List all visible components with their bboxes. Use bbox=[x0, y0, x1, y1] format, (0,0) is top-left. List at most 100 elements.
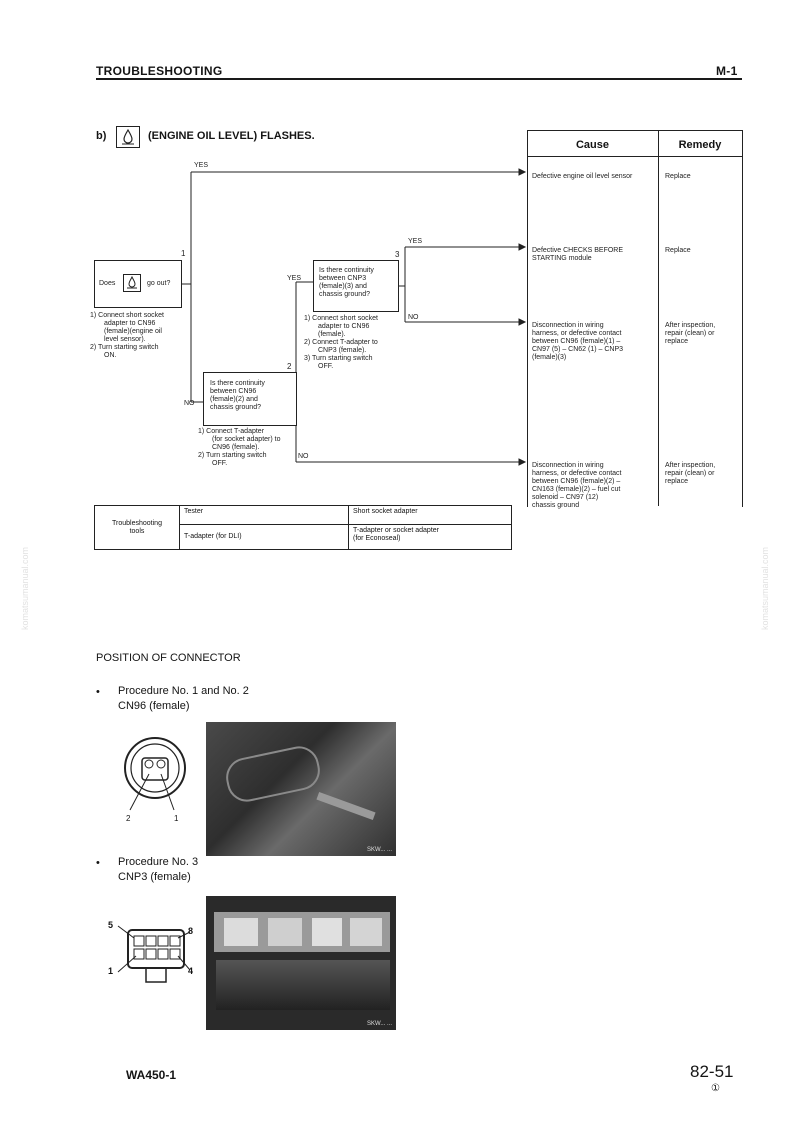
note-line: 2) Turn starting switch bbox=[90, 344, 159, 351]
step1-yes-label: YES bbox=[194, 162, 209, 169]
step1-question-prefix: Does bbox=[99, 280, 116, 287]
step1-question-box: Does go out? bbox=[94, 260, 182, 308]
remedy-line: After inspection, bbox=[665, 462, 716, 469]
cnp3-photo: SKW... ... bbox=[206, 896, 396, 1030]
result-1-cause: Defective engine oil level sensor bbox=[532, 173, 656, 181]
cause-line: Defective engine oil level sensor bbox=[532, 173, 633, 180]
remedy-line: replace bbox=[665, 478, 688, 485]
note-line: 1) Connect short socket bbox=[90, 312, 164, 319]
troubleshooting-tools-table: Troubleshooting tools Tester Short socke… bbox=[94, 505, 512, 550]
cause-header: Cause bbox=[575, 139, 610, 151]
question-line: chassis ground? bbox=[319, 291, 370, 298]
step1-no-label: NO bbox=[184, 400, 195, 407]
note-line: adapter to CN96 bbox=[318, 323, 370, 330]
cause-line: between CN96 (female)(1) – bbox=[532, 338, 621, 345]
cause-line: harness, or defective contact bbox=[532, 470, 622, 477]
note-line: ON. bbox=[104, 352, 117, 359]
remedy-line: Replace bbox=[665, 173, 691, 180]
pin-label: 1 bbox=[174, 814, 179, 823]
revision-mark: ① bbox=[711, 1083, 720, 1094]
step2-yes-label: YES bbox=[287, 275, 302, 282]
cause-line: CN97 (5) – CN62 (1) – CNP3 bbox=[532, 346, 624, 353]
step3-question-box: Is there continuity between CNP3 (female… bbox=[313, 260, 399, 312]
note-line: 3) Turn starting switch bbox=[304, 355, 373, 362]
title-prefix: b) bbox=[96, 130, 107, 142]
result-3-cause: Disconnection in wiring harness, or defe… bbox=[532, 322, 658, 362]
oil-level-icon bbox=[123, 274, 141, 292]
result-4-remedy: After inspection, repair (clean) or repl… bbox=[665, 462, 741, 486]
step1-question-suffix: go out? bbox=[147, 280, 171, 287]
question-line: Is there continuity bbox=[210, 380, 265, 387]
flowchart-lines bbox=[180, 168, 527, 466]
note-line: OFF. bbox=[318, 363, 334, 370]
remedy-line: After inspection, bbox=[665, 322, 716, 329]
step3-number: 3 bbox=[395, 250, 400, 259]
tools-col1-header: Tester bbox=[179, 505, 349, 525]
pin-label: 4 bbox=[188, 966, 194, 976]
note-line: CN96 (female). bbox=[212, 444, 260, 451]
remedy-line: repair (clean) or bbox=[665, 470, 715, 477]
cause-line: (female)(3) bbox=[532, 354, 567, 361]
cause-line: harness, or defective contact bbox=[532, 330, 622, 337]
step3-no-label: NO bbox=[408, 314, 419, 321]
tools-col1-value: T-adapter (for DLI) bbox=[179, 524, 349, 550]
note-line: (female). bbox=[318, 331, 346, 338]
cause-line: solenoid – CN97 (12) bbox=[532, 494, 599, 501]
question-line: (female)(3) and bbox=[319, 283, 367, 290]
tools-col2-line: T-adapter or socket adapter bbox=[353, 527, 439, 534]
tools-label: Troubleshooting tools bbox=[94, 505, 180, 550]
note-line: adapter to CN96 bbox=[104, 320, 156, 327]
model-number: WA450-1 bbox=[126, 1068, 177, 1082]
pin-label: 2 bbox=[126, 814, 131, 823]
note-line: (for socket adapter) to bbox=[212, 436, 281, 443]
pin-label: 8 bbox=[188, 926, 194, 936]
cause-line: chassis ground bbox=[532, 502, 580, 509]
result-3-remedy: After inspection, repair (clean) or repl… bbox=[665, 322, 741, 346]
step2-question-box: Is there continuity between CN96 (female… bbox=[203, 372, 297, 426]
step2-number: 2 bbox=[287, 362, 292, 371]
tools-col2-header: Short socket adapter bbox=[348, 505, 512, 525]
tools-col2-value: T-adapter or socket adapter (for Econose… bbox=[348, 524, 512, 550]
section-title: TROUBLESHOOTING bbox=[96, 64, 223, 78]
note-line: level sensor). bbox=[104, 336, 146, 343]
note-line: 2) Turn starting switch bbox=[198, 452, 267, 459]
pin-label: 5 bbox=[108, 920, 114, 930]
cause-remedy-divider bbox=[658, 130, 659, 506]
note-line: 1) Connect T-adapter bbox=[198, 428, 265, 435]
question-line: (female)(2) and bbox=[210, 396, 258, 403]
cause-line: CN163 (female)(2) – fuel cut bbox=[532, 486, 621, 493]
remedy-line: replace bbox=[665, 338, 688, 345]
procedure-2-title: Procedure No. 3 bbox=[118, 856, 199, 868]
watermark-left: komatsumanual.com bbox=[20, 546, 30, 630]
cn96-connector-diagram bbox=[124, 737, 186, 811]
remedy-line: Replace bbox=[665, 247, 691, 254]
question-line: chassis ground? bbox=[210, 404, 261, 411]
page-number: 82-51 bbox=[690, 1062, 734, 1081]
note-line: 1) Connect short socket bbox=[304, 315, 378, 322]
procedure-1-title: Procedure No. 1 and No. 2 bbox=[118, 685, 249, 697]
question-line: between CN96 bbox=[210, 388, 257, 395]
oil-level-icon bbox=[116, 126, 140, 148]
title-text: (ENGINE OIL LEVEL) FLASHES. bbox=[148, 130, 315, 142]
step2-notes: 1) Connect T-adapter (for socket adapter… bbox=[198, 428, 302, 468]
tools-label-line: Troubleshooting bbox=[112, 519, 162, 527]
question-line: between CNP3 bbox=[319, 275, 367, 282]
procedure-2-subtitle: CNP3 (female) bbox=[118, 871, 191, 883]
step1-number: 1 bbox=[181, 249, 186, 258]
tools-col2-line: (for Econoseal) bbox=[353, 535, 401, 542]
cause-line: STARTING module bbox=[532, 255, 592, 262]
remedy-header: Remedy bbox=[678, 139, 722, 151]
pin-label: 1 bbox=[108, 966, 114, 976]
step1-notes: 1) Connect short socket adapter to CN96 … bbox=[90, 312, 194, 360]
header-rule bbox=[96, 78, 742, 80]
step3-notes: 1) Connect short socket adapter to CN96 … bbox=[304, 315, 408, 371]
cause-header-rule bbox=[527, 156, 742, 157]
result-2-cause: Defective CHECKS BEFORE STARTING module bbox=[532, 247, 656, 263]
note-line: (female)(engine oil bbox=[104, 328, 162, 335]
result-4-cause: Disconnection in wiring harness, or defe… bbox=[532, 462, 658, 510]
result-2-remedy: Replace bbox=[665, 247, 741, 255]
photo-code: SKW... ... bbox=[366, 1021, 392, 1027]
section-code: M-1 bbox=[716, 64, 738, 78]
cn96-photo: SKW... ... bbox=[206, 722, 396, 856]
watermark-right: komatsumanual.com bbox=[760, 546, 770, 630]
